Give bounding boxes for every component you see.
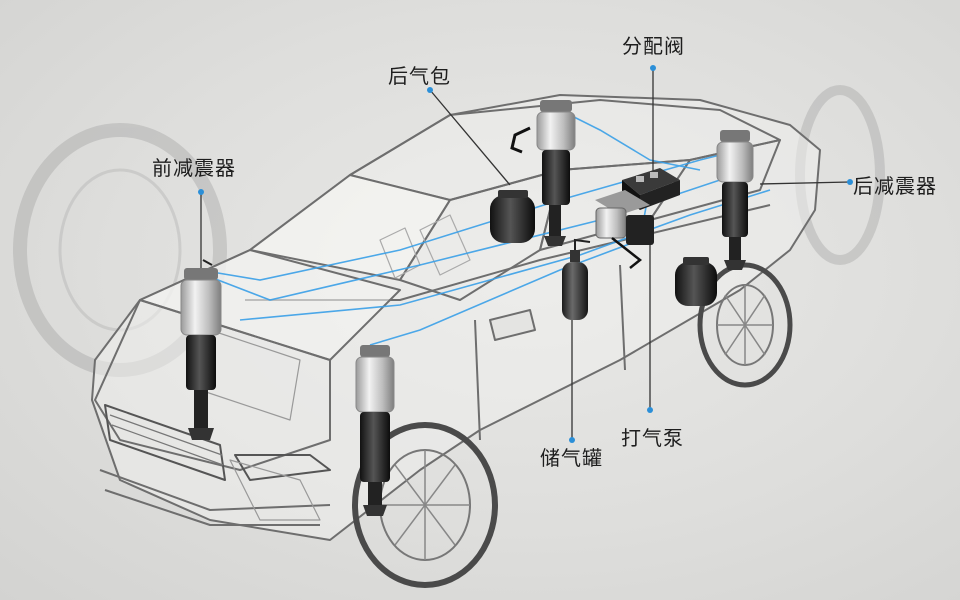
- label-rear-shock-absorber: 后减震器: [853, 174, 937, 198]
- rear-air-bag-icon: [490, 190, 535, 243]
- label-air-tank: 储气罐: [540, 446, 603, 470]
- label-front-shock-absorber: 前减震器: [152, 156, 236, 180]
- leader-dots: [198, 65, 853, 443]
- label-air-pump: 打气泵: [621, 426, 684, 450]
- rear-right-air-strut-icon: [716, 130, 754, 270]
- front-left-air-strut-icon: [180, 259, 222, 440]
- air-tank-icon: [562, 238, 591, 320]
- leader-lines: [200, 68, 851, 440]
- front-right-air-strut-icon: [355, 345, 395, 516]
- air-pump-compressor-icon: [595, 190, 654, 269]
- rear-air-bag-right-icon: [675, 257, 717, 306]
- rear-left-air-strut-icon: [510, 100, 576, 246]
- label-rear-air-bag: 后气包: [388, 64, 451, 88]
- label-distribution-valve: 分配阀: [622, 34, 685, 58]
